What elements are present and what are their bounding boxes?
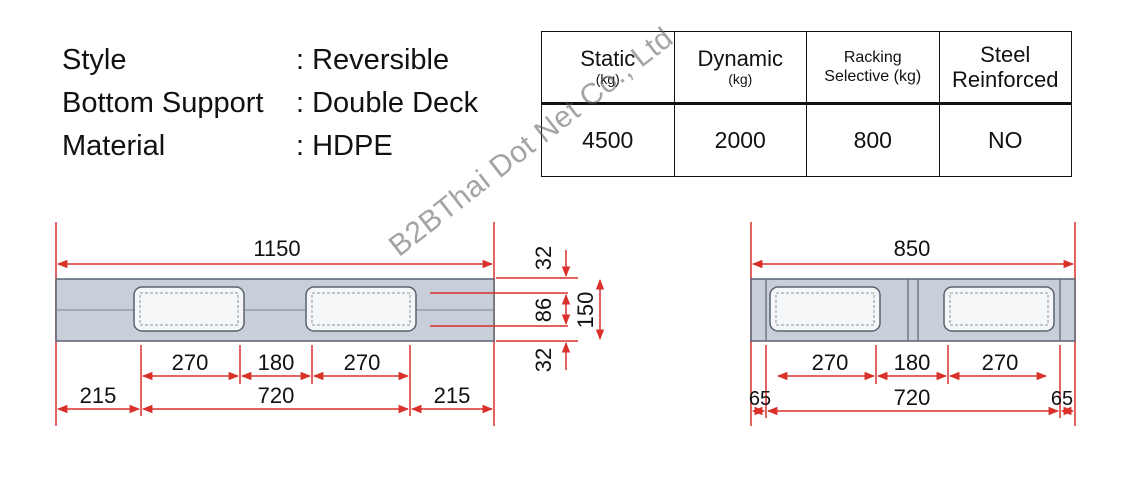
side-height-total-label: 150 (573, 292, 598, 329)
spec-bottom-support-value: : Double Deck (296, 87, 479, 119)
capacity-table-header: Static (kg) Dynamic (kg) Racking Selecti… (541, 31, 1072, 105)
header-racking: Racking Selective (kg) (806, 31, 940, 105)
side-opening2-label: 180 (258, 350, 295, 375)
spec-material-value: : HDPE (296, 130, 393, 162)
end-view: 850 270 180 270 65 720 65 (749, 222, 1076, 426)
end-opening2-label: 180 (894, 350, 931, 375)
header-steel: Steel Reinforced (938, 31, 1072, 105)
header-steel-line1: Steel (980, 41, 1031, 67)
side-view: 1150 270 180 270 215 720 215 32 86 150 3… (55, 222, 605, 426)
end-opening3-label: 270 (982, 350, 1019, 375)
end-bottom1-label: 65 (749, 388, 771, 410)
header-dynamic-unit: (kg) (728, 70, 753, 87)
spec-material-label: Material (62, 130, 166, 162)
side-opening1-label: 270 (172, 350, 209, 375)
value-dynamic: 2000 (673, 103, 807, 177)
header-dynamic-title: Dynamic (697, 46, 784, 72)
end-opening1-label: 270 (812, 350, 849, 375)
header-racking-line1: Racking (843, 48, 902, 66)
end-overall-label: 850 (894, 236, 931, 261)
end-bottom2-label: 720 (894, 385, 931, 410)
capacity-table-values: 4500 2000 800 NO (541, 103, 1072, 177)
side-height-middle-label: 86 (531, 298, 556, 322)
side-opening3-label: 270 (344, 350, 381, 375)
value-racking: 800 (806, 103, 940, 177)
side-height-bottom-label: 32 (531, 348, 556, 372)
side-bottom1-label: 215 (80, 383, 117, 408)
side-bottom3-label: 215 (434, 383, 471, 408)
value-static: 4500 (541, 103, 675, 177)
header-static-unit: (kg) (595, 70, 620, 87)
header-static-title: Static (580, 46, 636, 72)
header-dynamic: Dynamic (kg) (673, 31, 807, 105)
capacity-table: Static (kg) Dynamic (kg) Racking Selecti… (541, 31, 1072, 177)
spec-bottom-support-label: Bottom Support (62, 87, 264, 119)
side-opening-right (305, 286, 417, 332)
header-steel-line2: Reinforced (952, 67, 1059, 92)
side-height-top-label: 32 (531, 246, 556, 270)
end-bottom3-label: 65 (1051, 388, 1073, 410)
spec-style-label: Style (62, 44, 127, 76)
value-steel: NO (938, 103, 1072, 177)
side-overall-label: 1150 (253, 236, 300, 261)
end-opening-right (943, 286, 1055, 332)
header-racking-line2: Selective (kg) (824, 68, 922, 85)
spec-style-value: : Reversible (296, 44, 450, 76)
side-bottom2-label: 720 (258, 383, 295, 408)
header-static: Static (kg) (541, 31, 675, 105)
side-opening-left (133, 286, 245, 332)
end-opening-left (769, 286, 881, 332)
